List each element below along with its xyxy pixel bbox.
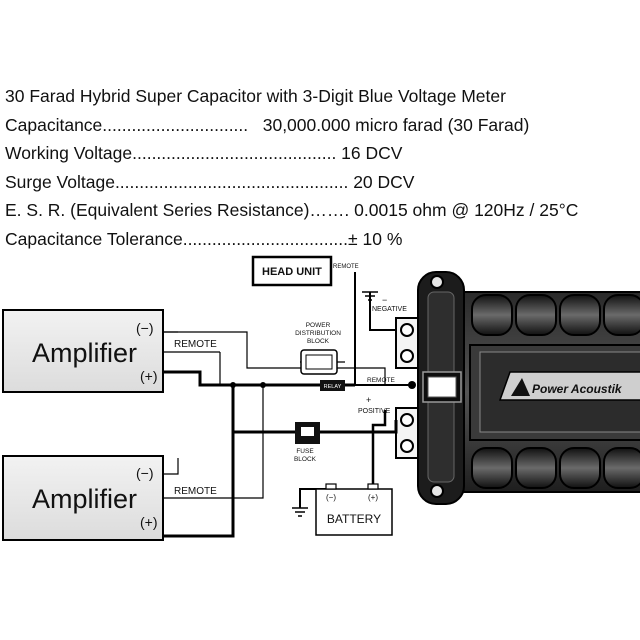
spec-title: 30 Farad Hybrid Super Capacitor with 3-D… bbox=[5, 86, 506, 106]
spec-tolerance: Capacitance Tolerance...................… bbox=[5, 228, 403, 249]
amplifier-bottom: Amplifier (−) (+) REMOTE bbox=[2, 455, 217, 541]
negative-label: NEGATIVE bbox=[372, 306, 407, 313]
amplifier-top-label: Amplifier bbox=[32, 338, 137, 368]
spec-list: 30 Farad Hybrid Super Capacitor with 3-D… bbox=[5, 82, 578, 254]
amplifier-bottom-negative: (−) bbox=[136, 465, 154, 481]
relay: RELAY bbox=[320, 380, 345, 391]
power-distribution-block: POWER DISTRIBUTION BLOCK bbox=[295, 322, 341, 375]
amplifier-top: Amplifier (−) (+) REMOTE bbox=[2, 309, 217, 393]
fuse-label-line1: FUSE bbox=[296, 448, 314, 455]
spec-surge-voltage: Surge Voltage...........................… bbox=[5, 171, 415, 192]
fuse-block: FUSE BLOCK bbox=[294, 422, 320, 463]
positive-sign: + bbox=[366, 395, 371, 405]
amplifier-bottom-remote: REMOTE bbox=[174, 486, 217, 497]
amplifier-top-remote: REMOTE bbox=[174, 339, 217, 350]
positive-terminal bbox=[395, 407, 419, 459]
screw-bottom bbox=[430, 484, 444, 498]
pdb-label-line1: POWER bbox=[306, 322, 331, 329]
brand-plate bbox=[498, 371, 640, 401]
capacitor-bottom-fins bbox=[471, 447, 640, 489]
junction-dot bbox=[230, 382, 236, 388]
negative-terminal bbox=[395, 317, 419, 369]
head-unit-remote-label: REMOTE bbox=[333, 264, 359, 270]
pdb-label-line2: DISTRIBUTION bbox=[295, 330, 341, 337]
super-capacitor: Power Acoustik bbox=[395, 271, 640, 505]
relay-label: RELAY bbox=[324, 384, 342, 390]
battery: (−) (+) BATTERY bbox=[315, 483, 393, 536]
spec-capacitance: Capacitance.............................… bbox=[5, 114, 530, 135]
capacitor-top-fins bbox=[471, 294, 640, 336]
battery-negative-label: (−) bbox=[326, 493, 336, 502]
ground-icon bbox=[292, 507, 308, 517]
battery-label: BATTERY bbox=[327, 512, 381, 526]
amplifier-top-negative: (−) bbox=[136, 320, 154, 336]
head-unit-label: HEAD UNIT bbox=[262, 266, 322, 278]
screw-top bbox=[430, 275, 444, 289]
amplifier-top-positive: (+) bbox=[140, 368, 158, 384]
brand-label: Power Acoustik bbox=[532, 382, 623, 396]
spec-esr: E. S. R. (Equivalent Series Resistance)…… bbox=[5, 200, 579, 221]
spec-working-voltage: Working Voltage.........................… bbox=[5, 143, 403, 164]
ground-icon bbox=[362, 291, 378, 301]
capacitor-remote-label: REMOTE bbox=[367, 377, 395, 384]
negative-sign: − bbox=[382, 295, 387, 305]
amplifier-bottom-positive: (+) bbox=[140, 514, 158, 530]
battery-positive-label: (+) bbox=[368, 493, 378, 502]
junction-dot bbox=[260, 382, 266, 388]
positive-label: POSITIVE bbox=[358, 408, 391, 415]
fuse-label-line2: BLOCK bbox=[294, 456, 317, 463]
head-unit: HEAD UNIT REMOTE bbox=[251, 255, 359, 287]
brand-logo-icon bbox=[511, 378, 530, 396]
pdb-label-line3: BLOCK bbox=[307, 338, 330, 345]
amplifier-bottom-label: Amplifier bbox=[32, 484, 137, 514]
